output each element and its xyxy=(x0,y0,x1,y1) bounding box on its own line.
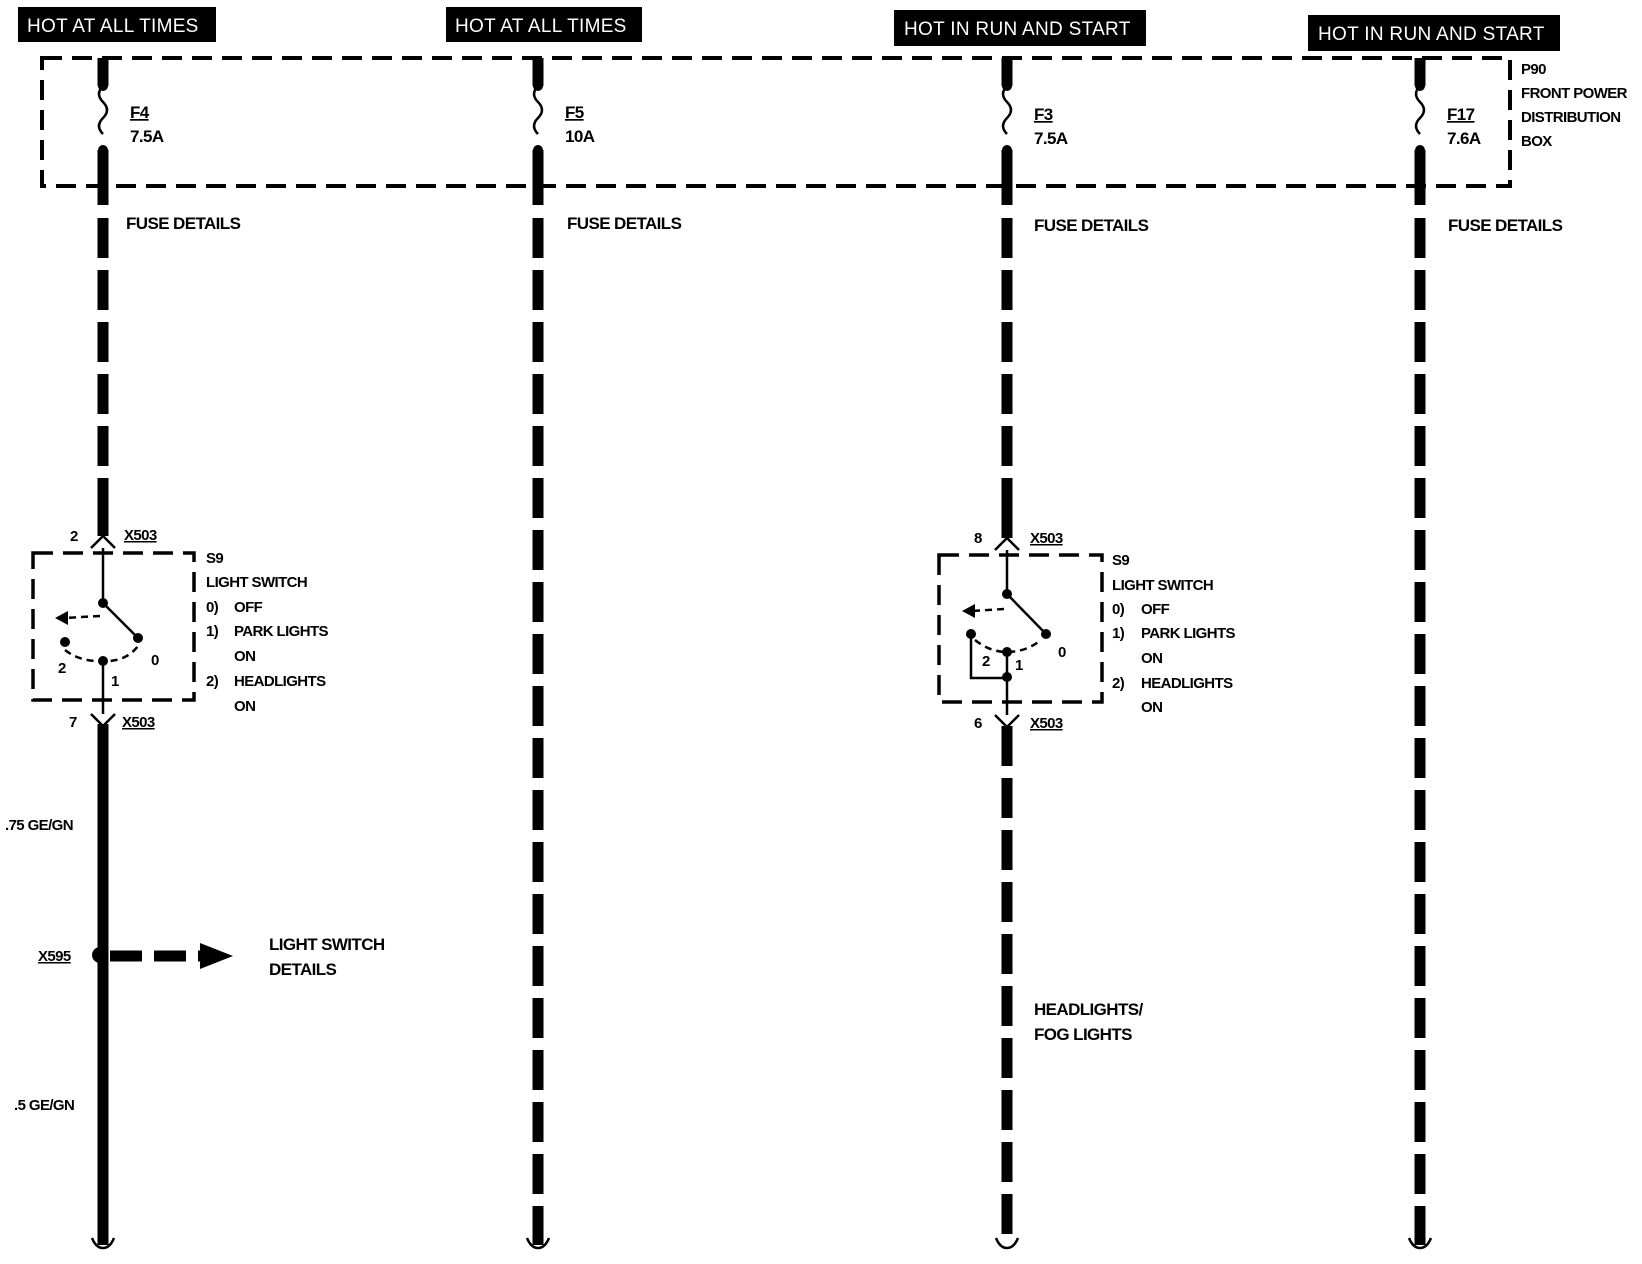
headlights-fog-lights-link-2[interactable]: FOG LIGHTS xyxy=(1034,1025,1133,1044)
distribution-box-label-2: DISTRIBUTION xyxy=(1521,109,1620,126)
switch-1-description: S9 LIGHT SWITCH 0) OFF 1) PARK LIGHTS ON… xyxy=(206,550,329,715)
fuse-id-f4: F4 xyxy=(130,103,150,122)
svg-text:OFF: OFF xyxy=(1141,601,1170,618)
switch-2-description: S9 LIGHT SWITCH 0) OFF 1) PARK LIGHTS ON… xyxy=(1112,552,1236,716)
fuse-details-link-3[interactable]: FUSE DETAILS xyxy=(1034,216,1149,235)
distribution-box-label-1: FRONT POWER xyxy=(1521,85,1628,102)
svg-text:PARK LIGHTS: PARK LIGHTS xyxy=(1141,625,1236,642)
svg-text:0): 0) xyxy=(1112,601,1125,618)
switch-2-pos-1: 1 xyxy=(1015,657,1023,674)
svg-text:HOT IN RUN AND START: HOT IN RUN AND START xyxy=(1318,24,1545,45)
switch-2-pos-2: 2 xyxy=(982,653,990,670)
fuse-symbol-f3 xyxy=(1001,85,1013,135)
svg-text:S9: S9 xyxy=(1112,552,1129,569)
svg-text:ON: ON xyxy=(1141,699,1162,716)
wire-label-lower: .5 GE/GN xyxy=(14,1097,74,1114)
wire-end-4 xyxy=(1407,1237,1433,1250)
svg-text:LIGHT SWITCH: LIGHT SWITCH xyxy=(1112,577,1213,594)
wire-end-3 xyxy=(994,1237,1020,1250)
svg-text:1): 1) xyxy=(206,623,219,640)
fuse-rating-f3: 7.5A xyxy=(1034,129,1068,148)
svg-text:S9: S9 xyxy=(206,550,223,567)
fuse-id-f5: F5 xyxy=(565,103,584,122)
fuse-details-link-4[interactable]: FUSE DETAILS xyxy=(1448,216,1563,235)
light-switch-2: 2 1 0 xyxy=(937,536,1104,729)
fuse-details-link-1[interactable]: FUSE DETAILS xyxy=(126,214,241,233)
svg-text:OFF: OFF xyxy=(234,599,263,616)
fuse-details-link-2[interactable]: FUSE DETAILS xyxy=(567,214,682,233)
switch-1-pin-top: 2 xyxy=(70,528,78,545)
circuit-column-4 xyxy=(1414,58,1426,1245)
switch-1-pos-2: 2 xyxy=(58,660,66,677)
svg-text:ON: ON xyxy=(234,698,255,715)
svg-text:ON: ON xyxy=(1141,650,1162,667)
fuse-rating-f5: 10A xyxy=(565,127,595,146)
distribution-box-label-3: BOX xyxy=(1521,133,1552,150)
switch-2-connector-bottom: X503 xyxy=(1030,715,1063,732)
fuse-symbol-f4 xyxy=(97,85,109,135)
switch-2-connector-top: X503 xyxy=(1030,530,1063,547)
header-3: HOT IN RUN AND START xyxy=(894,10,1146,46)
fuse-id-f3: F3 xyxy=(1034,105,1053,124)
fuse-rating-f17: 7.6A xyxy=(1447,129,1481,148)
circuit-column-1 xyxy=(97,58,109,1245)
wire-end-2 xyxy=(525,1237,551,1250)
distribution-box-outline xyxy=(40,56,1512,188)
switch-1-connector-top: X503 xyxy=(124,527,157,544)
switch-2-housing xyxy=(937,553,1104,704)
headlights-fog-lights-link-1[interactable]: HEADLIGHTS/ xyxy=(1034,1000,1144,1019)
light-switch-details-link-1[interactable]: LIGHT SWITCH xyxy=(269,935,385,954)
svg-text:PARK LIGHTS: PARK LIGHTS xyxy=(234,623,329,640)
splice-label: X595 xyxy=(38,948,71,965)
switch-1-pos-0: 0 xyxy=(151,652,159,669)
light-switch-1: 2 1 0 xyxy=(31,534,196,728)
header-1: HOT AT ALL TIMES xyxy=(18,7,216,42)
switch-1-housing xyxy=(31,551,196,702)
svg-text:2): 2) xyxy=(206,673,219,690)
fuse-symbol-f17 xyxy=(1414,85,1426,135)
svg-text:LIGHT SWITCH: LIGHT SWITCH xyxy=(206,574,307,591)
wire-end-1 xyxy=(90,1237,116,1250)
circuit-column-2 xyxy=(532,58,544,1245)
switch-1-pin-bottom: 7 xyxy=(69,714,77,731)
svg-text:0): 0) xyxy=(206,599,219,616)
fuse-symbol-f5 xyxy=(532,85,544,135)
fuse-id-f17: F17 xyxy=(1447,105,1475,124)
svg-text:HEADLIGHTS: HEADLIGHTS xyxy=(1141,675,1233,692)
svg-text:ON: ON xyxy=(234,648,255,665)
switch-1-connector-bottom: X503 xyxy=(122,714,155,731)
switch-2-pin-top: 8 xyxy=(974,530,982,547)
svg-text:2): 2) xyxy=(1112,675,1125,692)
circuit-column-3 xyxy=(1001,58,1013,1245)
switch-2-pin-bottom: 6 xyxy=(974,715,982,732)
svg-text:1): 1) xyxy=(1112,625,1125,642)
svg-text:HOT AT ALL TIMES: HOT AT ALL TIMES xyxy=(27,16,199,37)
header-4: HOT IN RUN AND START xyxy=(1308,15,1560,51)
svg-text:HOT IN RUN AND START: HOT IN RUN AND START xyxy=(904,19,1131,40)
header-2: HOT AT ALL TIMES xyxy=(446,7,642,42)
switch-2-pos-0: 0 xyxy=(1058,644,1066,661)
switch-1-pos-1: 1 xyxy=(111,673,119,690)
svg-text:HEADLIGHTS: HEADLIGHTS xyxy=(234,673,326,690)
wire-label-upper: .75 GE/GN xyxy=(5,817,73,834)
splice-x595 xyxy=(92,943,233,969)
fuse-rating-f4: 7.5A xyxy=(130,127,164,146)
distribution-box-id: P90 xyxy=(1521,61,1546,78)
svg-text:HOT AT ALL TIMES: HOT AT ALL TIMES xyxy=(455,16,627,37)
light-switch-details-link-2[interactable]: DETAILS xyxy=(269,960,337,979)
